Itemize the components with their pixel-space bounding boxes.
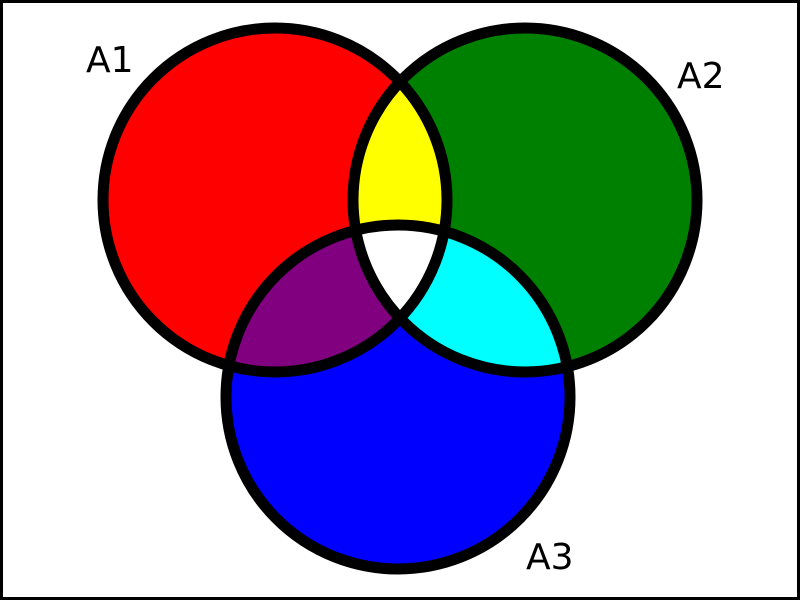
intersection-a2-a3	[353, 225, 570, 372]
set-a2-outline	[347, 22, 703, 378]
set-a1-outline	[97, 22, 453, 378]
set-a3-outline	[220, 219, 576, 575]
set-a2-label: A2	[677, 56, 725, 97]
set-a1-label: A1	[86, 40, 134, 81]
set-a3-label: A3	[526, 537, 574, 578]
intersection-a1-a3	[226, 225, 447, 372]
